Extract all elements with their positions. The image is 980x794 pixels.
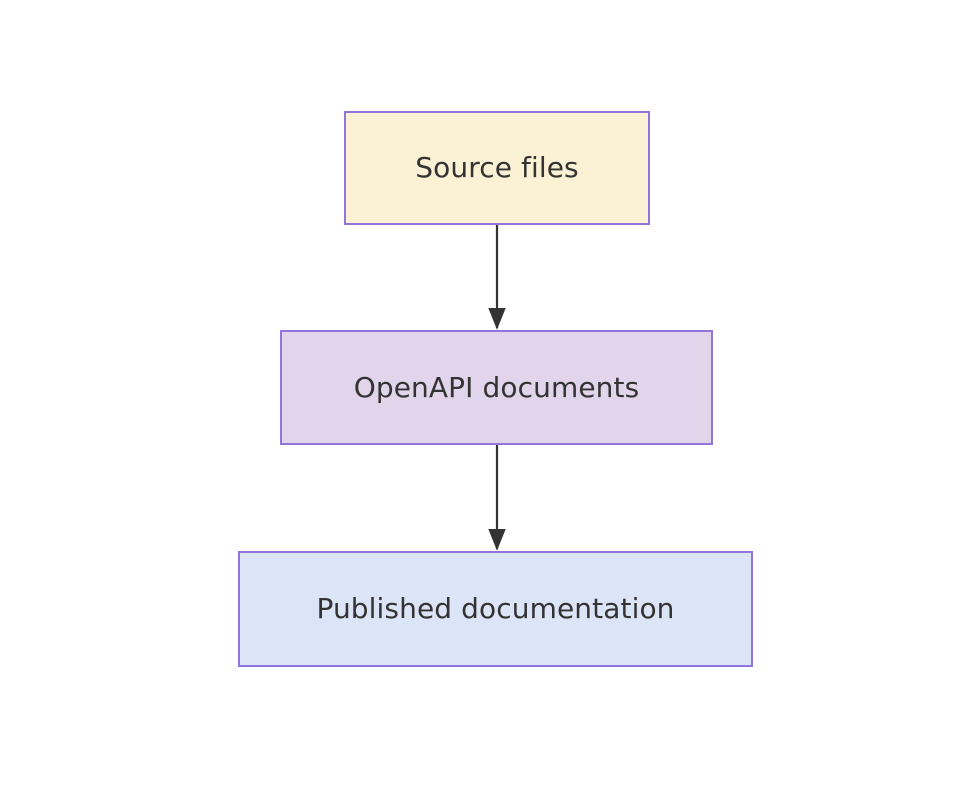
node-source-files-label: Source files	[415, 151, 579, 185]
node-source-files[interactable]: Source files	[344, 111, 650, 225]
node-published-documentation[interactable]: Published documentation	[238, 551, 753, 667]
node-openapi-documents[interactable]: OpenAPI documents	[280, 330, 713, 445]
node-published-documentation-label: Published documentation	[316, 592, 675, 626]
node-openapi-documents-label: OpenAPI documents	[353, 370, 640, 404]
